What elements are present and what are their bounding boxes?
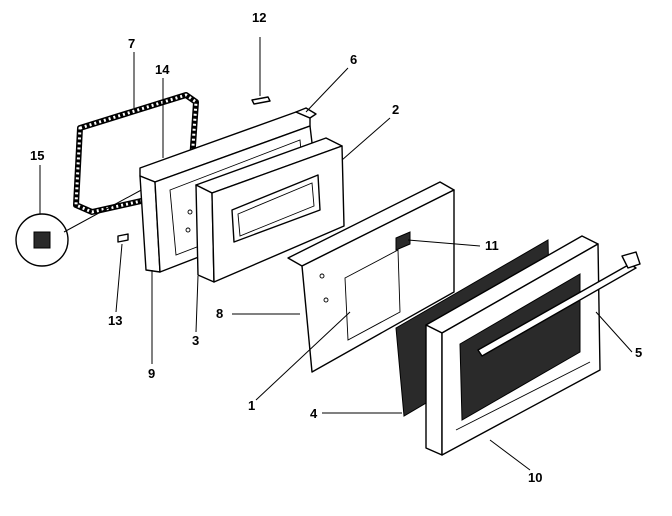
callout-14: 14 [155,62,170,77]
callout-9: 9 [148,366,155,381]
callout-13: 13 [108,313,122,328]
callout-11: 11 [485,238,499,253]
callout-4: 4 [310,406,318,421]
door-panel [287,181,455,373]
callout-15: 15 [30,148,44,163]
callout-12: 12 [252,10,266,25]
screw-side [117,233,129,243]
callout-3: 3 [192,333,199,348]
callout-7: 7 [128,36,135,51]
top-bracket [295,107,317,119]
callout-2: 2 [392,102,399,117]
callout-8: 8 [216,306,223,321]
callout-6: 6 [350,52,357,67]
detail-circle [15,187,146,267]
callout-1: 1 [248,398,255,413]
leader-lines [39,52,633,471]
callout-5: 5 [635,345,642,360]
window-frame [195,137,345,283]
callout-10: 10 [528,470,542,485]
screw-top [251,37,271,105]
door-handle [477,251,641,357]
